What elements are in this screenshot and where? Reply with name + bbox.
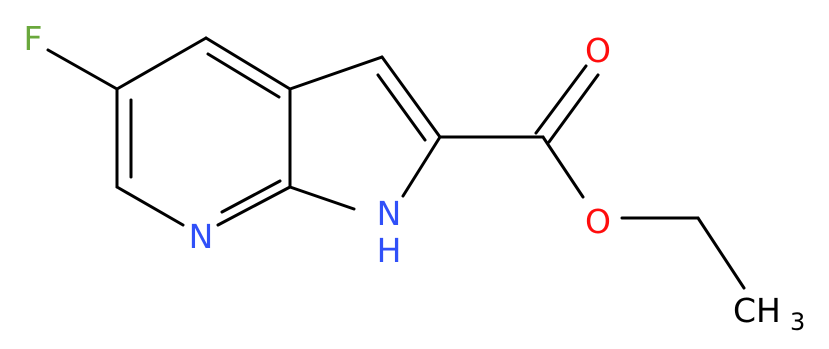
atom-pyrrole-hydrogen: H	[377, 231, 402, 270]
bond-nh-c7a	[288, 185, 356, 211]
bond-ch2-ch3	[696, 216, 746, 290]
bond-c-o-double-a	[534, 64, 588, 135]
bond-c4-c3a	[204, 36, 292, 91]
bond-c-o-single	[541, 135, 585, 199]
bond-c2-nh	[401, 135, 442, 198]
bond-c6-n	[115, 185, 185, 227]
bond-n-c7a	[216, 185, 292, 227]
atom-methyl-group: CH	[733, 291, 781, 330]
atom-pyridine-nitrogen: N	[189, 217, 214, 256]
bond-c3-c2	[380, 55, 442, 139]
atom-fluorine: F	[24, 19, 43, 58]
bond-n-c7a-inner	[220, 179, 282, 214]
atom-ester-oxygen: O	[585, 202, 611, 241]
atom-carbonyl-oxygen: O	[585, 31, 611, 70]
bond-c5-c4	[115, 36, 208, 91]
atom-pyrrole-nitrogen: N	[377, 194, 402, 233]
bond-f-c5	[46, 48, 119, 91]
atom-methyl-subscript: 3	[790, 308, 805, 336]
atom-labels: F N N H O O CH 3	[24, 19, 806, 336]
bond-c4-c3a-inner	[206, 52, 281, 99]
bond-c3a-c3	[288, 55, 384, 91]
bond-c3-c2-inner	[376, 73, 427, 142]
bonds	[46, 36, 746, 290]
bond-c-o-double-b	[547, 73, 600, 144]
